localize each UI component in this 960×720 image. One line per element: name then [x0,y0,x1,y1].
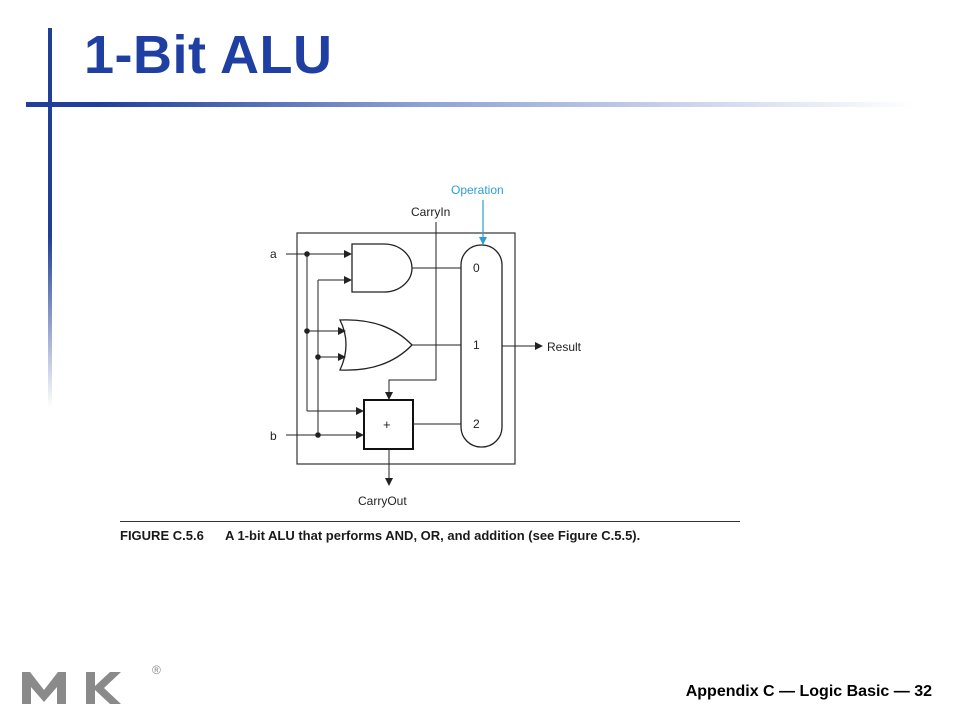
mux [460,244,503,448]
alu-outer-box [296,232,516,465]
label-carryout: CarryOut [358,494,407,508]
and-gate [351,243,413,293]
junction-a-1 [304,251,310,257]
figure-caption-text: A 1-bit ALU that performs AND, OR, and a… [224,528,641,543]
figure-id: FIGURE C.5.6 [120,528,204,543]
caption-rule [120,521,740,522]
adder-symbol: + [383,417,391,432]
mux-label-1: 1 [473,338,480,352]
label-input-b: b [270,429,277,443]
junction-a-2 [304,328,310,334]
label-carryin: CarryIn [411,205,450,219]
mk-publisher-logo-icon: ® [22,663,161,704]
title-accent-vertical-bar [48,28,52,408]
slide-footer: Appendix C — Logic Basic — 32 [685,683,932,700]
logo-letter-m [22,672,66,704]
or-gate [338,319,413,371]
junction-b-1 [315,432,321,438]
junction-b-2 [315,354,321,360]
mux-label-2: 2 [473,417,480,431]
logo-registered-mark: ® [152,663,161,677]
title-accent-horizontal-bar [26,102,916,107]
label-operation: Operation [451,183,504,197]
figure-caption: FIGURE C.5.6 A 1-bit ALU that performs A… [120,528,640,543]
wire-carryin [385,222,437,400]
slide-title: 1-Bit ALU [84,25,333,85]
label-result: Result [547,340,582,354]
logo-letter-k [86,672,121,704]
label-input-a: a [270,247,277,261]
mux-label-0: 0 [473,261,480,275]
